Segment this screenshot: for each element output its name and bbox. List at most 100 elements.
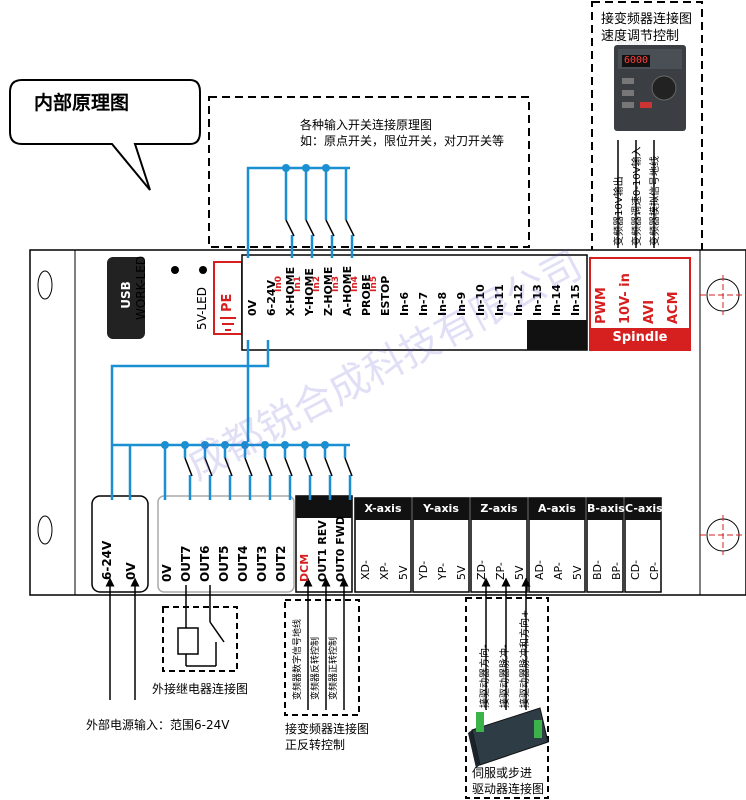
usb-label: USB [119, 281, 133, 309]
axis-pin-label: BD- [591, 560, 604, 580]
input-pin-sub: In4 [350, 275, 360, 292]
relay-coil-icon [177, 627, 199, 655]
axis-header-bg [625, 498, 661, 520]
axis-pin-label: XP- [378, 562, 391, 580]
axis-name: C-axis [625, 502, 663, 515]
vfd-speed-line2: 速度调节控制 [601, 29, 680, 44]
switch-contacts [184, 219, 355, 477]
external-wires [105, 140, 655, 710]
axis-pin-label: CD- [629, 559, 642, 580]
input-pin-label: ESTOP [379, 275, 392, 316]
output-pin-label: OUT5 [217, 545, 231, 582]
vfd-speed-line1: 接变频器连接图 [601, 12, 693, 27]
spindle-pin-label: AVI [642, 299, 657, 324]
pe-label: PE [220, 293, 235, 312]
spindle-pin-label: ACM [666, 291, 681, 324]
axis-header-bg [355, 498, 411, 520]
axis-pin-label: 5V [571, 565, 584, 580]
callout-title: 内部原理图 [34, 92, 130, 114]
work-led-icon [171, 266, 179, 274]
dcm-caption-1: 接变频器连接图 [285, 722, 370, 736]
vfd-device-icon [614, 45, 686, 131]
axis-pin-label: AP- [552, 562, 565, 580]
axis-name: X-axis [364, 502, 402, 515]
power-pin-label: 6-24V [100, 540, 114, 580]
mount-hole-bottom-icon [700, 515, 746, 555]
spindle-label: Spindle [612, 330, 668, 345]
output-pin-label: OUT4 [236, 545, 250, 582]
callout-bubble [9, 79, 201, 191]
relay-caption: 外接继电器连接图 [152, 682, 249, 696]
axis-name: B-axis [587, 502, 625, 515]
axis-pin-label: BP- [610, 562, 623, 580]
output-pin-label: OUT7 [179, 545, 193, 582]
dcm-caption-2: 正反转控制 [285, 738, 346, 752]
spindle-wire-label: 变频器10V输出 [614, 176, 625, 246]
input-wiring [110, 166, 354, 500]
output-pin-label: OUT6 [198, 545, 212, 582]
dcm-wire-box [284, 599, 360, 716]
usb-port [107, 257, 145, 339]
axis-pin-label: XD- [359, 560, 372, 580]
spindle-pin-label: PWM [594, 287, 609, 324]
power-terminal-block [91, 495, 149, 593]
5v-led-icon [199, 266, 207, 274]
input-pin-sub: In3 [331, 275, 341, 292]
relay-box [162, 606, 238, 672]
driver-wire-label: 接驱动器脉冲和方向+ [520, 609, 531, 708]
driver-box [465, 597, 549, 799]
dcm-wire-label: 变频器反转控制 [311, 636, 321, 700]
servo-driver-icon [468, 707, 549, 768]
input-note-line2: 如：原点开关，限位开关，对刀开关等 [300, 134, 505, 148]
driver-wire-label: 接驱动器脉冲- [500, 644, 511, 708]
output-pin-label: 0V [160, 564, 174, 582]
axis-name: Z-axis [480, 502, 518, 515]
vfd-speed-box [591, 1, 703, 253]
input-note-line1: 各种输入开关连接原理图 [300, 118, 433, 132]
power-pin-label: 0V [124, 562, 138, 580]
axis-pin-label: 5V [455, 565, 468, 580]
junction-dots [161, 164, 330, 449]
work-led-label: WORK-LED [134, 255, 148, 320]
dcm-pin-label: DCM [298, 553, 311, 582]
dcm-pin-label: OUT0 FWD [334, 515, 347, 582]
input-pin-sub: In1 [293, 275, 303, 292]
axis-pin-label: ZD- [475, 560, 488, 580]
dcm-wire-label: 变频器正转控制 [329, 636, 339, 700]
input-pin-sub: In0 [274, 275, 284, 292]
mount-hole-top-icon [700, 275, 746, 315]
axis-header-bg [413, 498, 469, 520]
spindle-pin-label: 10V- in [618, 273, 633, 324]
axis-header-bg [471, 498, 527, 520]
input-pin-label: In-6 [398, 291, 411, 316]
axis-pin-label: ZP- [494, 562, 507, 580]
driver-wire-label: 接驱动器方向- [480, 644, 491, 708]
axis-pin-label: AD- [533, 560, 546, 580]
power-caption: 外部电源输入：范围6-24V [86, 718, 230, 732]
axis-pin-label: YP- [436, 562, 449, 580]
axis-name: A-axis [538, 502, 576, 515]
dcm-pin-label: OUT1 REV [316, 520, 329, 582]
output-terminal-block [157, 495, 295, 593]
output-pin-label: OUT3 [255, 545, 269, 582]
spindle-wire-label: 变频器调速0-10V输入 [632, 146, 643, 246]
5v-led-label: 5V-LED [195, 287, 209, 330]
driver-caption-2: 驱动器连接图 [472, 782, 545, 796]
spindle-wire-label: 变频器模拟信号地线 [650, 156, 661, 246]
axis-name: Y-axis [423, 502, 459, 515]
axis-pin-label: YD- [417, 560, 430, 580]
axis-header-bg [529, 498, 585, 520]
axis-pin-label: 5V [513, 565, 526, 580]
axis-pin-label: CP- [648, 561, 661, 580]
axis-header-bg [587, 498, 623, 520]
dcm-wire-label: 变频器数字信号地线 [293, 618, 303, 700]
output-pin-label: OUT2 [274, 545, 288, 582]
vfd-display: 6000 [624, 55, 649, 66]
driver-caption-1: 伺服或步进 [472, 766, 533, 780]
axis-pin-label: 5V [397, 565, 410, 580]
input-pin-label: 0V [246, 299, 259, 316]
input-pin-sub: In2 [312, 275, 322, 292]
input-pin-sub: In5 [369, 275, 379, 292]
vfd-brand: MITSUBISHI [618, 41, 647, 47]
